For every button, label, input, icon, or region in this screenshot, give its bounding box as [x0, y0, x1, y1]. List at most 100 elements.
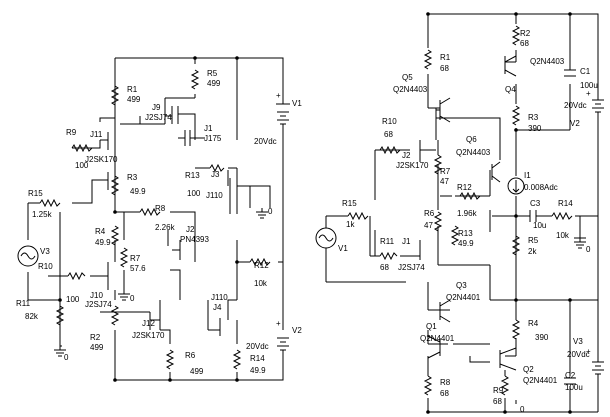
resistor-icon [511, 235, 521, 256]
bjt-icon [427, 335, 441, 359]
label: 20Vdc [564, 101, 587, 110]
resistor-icon [139, 207, 161, 217]
label: 68 [380, 263, 389, 272]
label: J11 [90, 130, 103, 139]
bjt-icon [499, 347, 517, 371]
label: J110 [206, 191, 223, 200]
label: V2 [292, 326, 302, 335]
label: R8 [155, 204, 166, 213]
jfet-icon [107, 132, 151, 330]
label: 390 [535, 333, 549, 342]
resistor-icon [511, 105, 521, 126]
resistor-icon [249, 257, 271, 267]
label: 100u [580, 81, 598, 90]
label: J2SK170 [396, 161, 429, 170]
label: R4 [528, 319, 539, 328]
label: 68 [520, 39, 529, 48]
ground-icon [118, 290, 130, 301]
ac-source-icon [17, 245, 39, 267]
resistor-icon [110, 225, 120, 246]
label: R10 [382, 117, 397, 126]
resistor-icon [511, 25, 521, 46]
label: J12 [142, 319, 155, 328]
label: 1.25k [32, 210, 53, 219]
label: 49.9 [95, 238, 111, 247]
ground-icon [256, 208, 268, 219]
label: 2k [528, 247, 537, 256]
resistor-icon [71, 143, 93, 153]
label: R2 [520, 29, 531, 38]
label: + [586, 347, 591, 356]
label: V1 [338, 244, 348, 253]
label: R13 [185, 171, 200, 180]
right-circuit-components [315, 12, 586, 414]
label: 68 [384, 130, 393, 139]
label: Q2N4403 [530, 57, 565, 66]
label: 499 [90, 343, 104, 352]
resistor-icon [450, 225, 460, 246]
label: 499 [207, 79, 221, 88]
resistor-icon [110, 175, 120, 196]
resistor-icon [55, 305, 65, 326]
label: J4 [213, 303, 222, 312]
label: 82k [25, 312, 39, 321]
label: J2SJ74 [145, 113, 172, 122]
label: C3 [530, 199, 541, 208]
resistor-icon [347, 211, 369, 221]
bjt-icon [436, 97, 451, 123]
label: J10 [90, 291, 103, 300]
resistor-icon [433, 211, 443, 232]
label: 100 [66, 295, 80, 304]
label: R5 [207, 69, 218, 78]
label: 57.6 [130, 264, 146, 273]
label: J1 [402, 237, 411, 246]
label: R14 [250, 354, 265, 363]
label: V3 [40, 247, 50, 256]
resistor-icon [190, 69, 200, 90]
label: Q4 [505, 85, 516, 94]
label: J2SK170 [132, 331, 165, 340]
label: 0 [268, 207, 273, 216]
label: Q2N4401 [446, 293, 481, 302]
resistor-icon [110, 85, 120, 106]
label: I1 [524, 171, 531, 180]
resistor-icon [379, 251, 398, 261]
label: R3 [127, 173, 138, 182]
label: + [276, 91, 281, 100]
label: R7 [130, 254, 141, 263]
label: 47 [424, 221, 433, 230]
label: J110 [211, 293, 228, 302]
resistor-icon [39, 198, 61, 208]
label: R14 [558, 199, 573, 208]
label: 10k [254, 279, 268, 288]
jfet-icon [219, 170, 229, 336]
label: Q5 [402, 73, 413, 82]
label: R1 [440, 53, 451, 62]
label: Q2N4401 [420, 334, 455, 343]
label: 0.008Adc [524, 183, 558, 192]
label: V3 [573, 337, 583, 346]
label: 1k [346, 220, 355, 229]
bjt-icon [491, 161, 501, 183]
resistor-icon [232, 349, 242, 370]
label: 20Vdc [567, 350, 590, 359]
label: R4 [95, 227, 106, 236]
label: Q2N4401 [523, 376, 558, 385]
resistor-icon [551, 211, 573, 221]
label: J2 [186, 225, 195, 234]
label: 0 [586, 245, 591, 254]
resistor-icon [67, 271, 86, 281]
label: V2 [570, 119, 580, 128]
resistor-icon [209, 163, 225, 173]
label: R11 [16, 299, 31, 308]
label: 10k [556, 231, 570, 240]
label: R10 [38, 262, 53, 271]
label: R6 [424, 209, 435, 218]
label: Q1 [426, 322, 437, 331]
label: 68 [440, 389, 449, 398]
label: 49.9 [458, 239, 474, 248]
bjt-icon [504, 55, 517, 77]
capacitor-icon [564, 377, 576, 385]
label: R7 [440, 167, 451, 176]
